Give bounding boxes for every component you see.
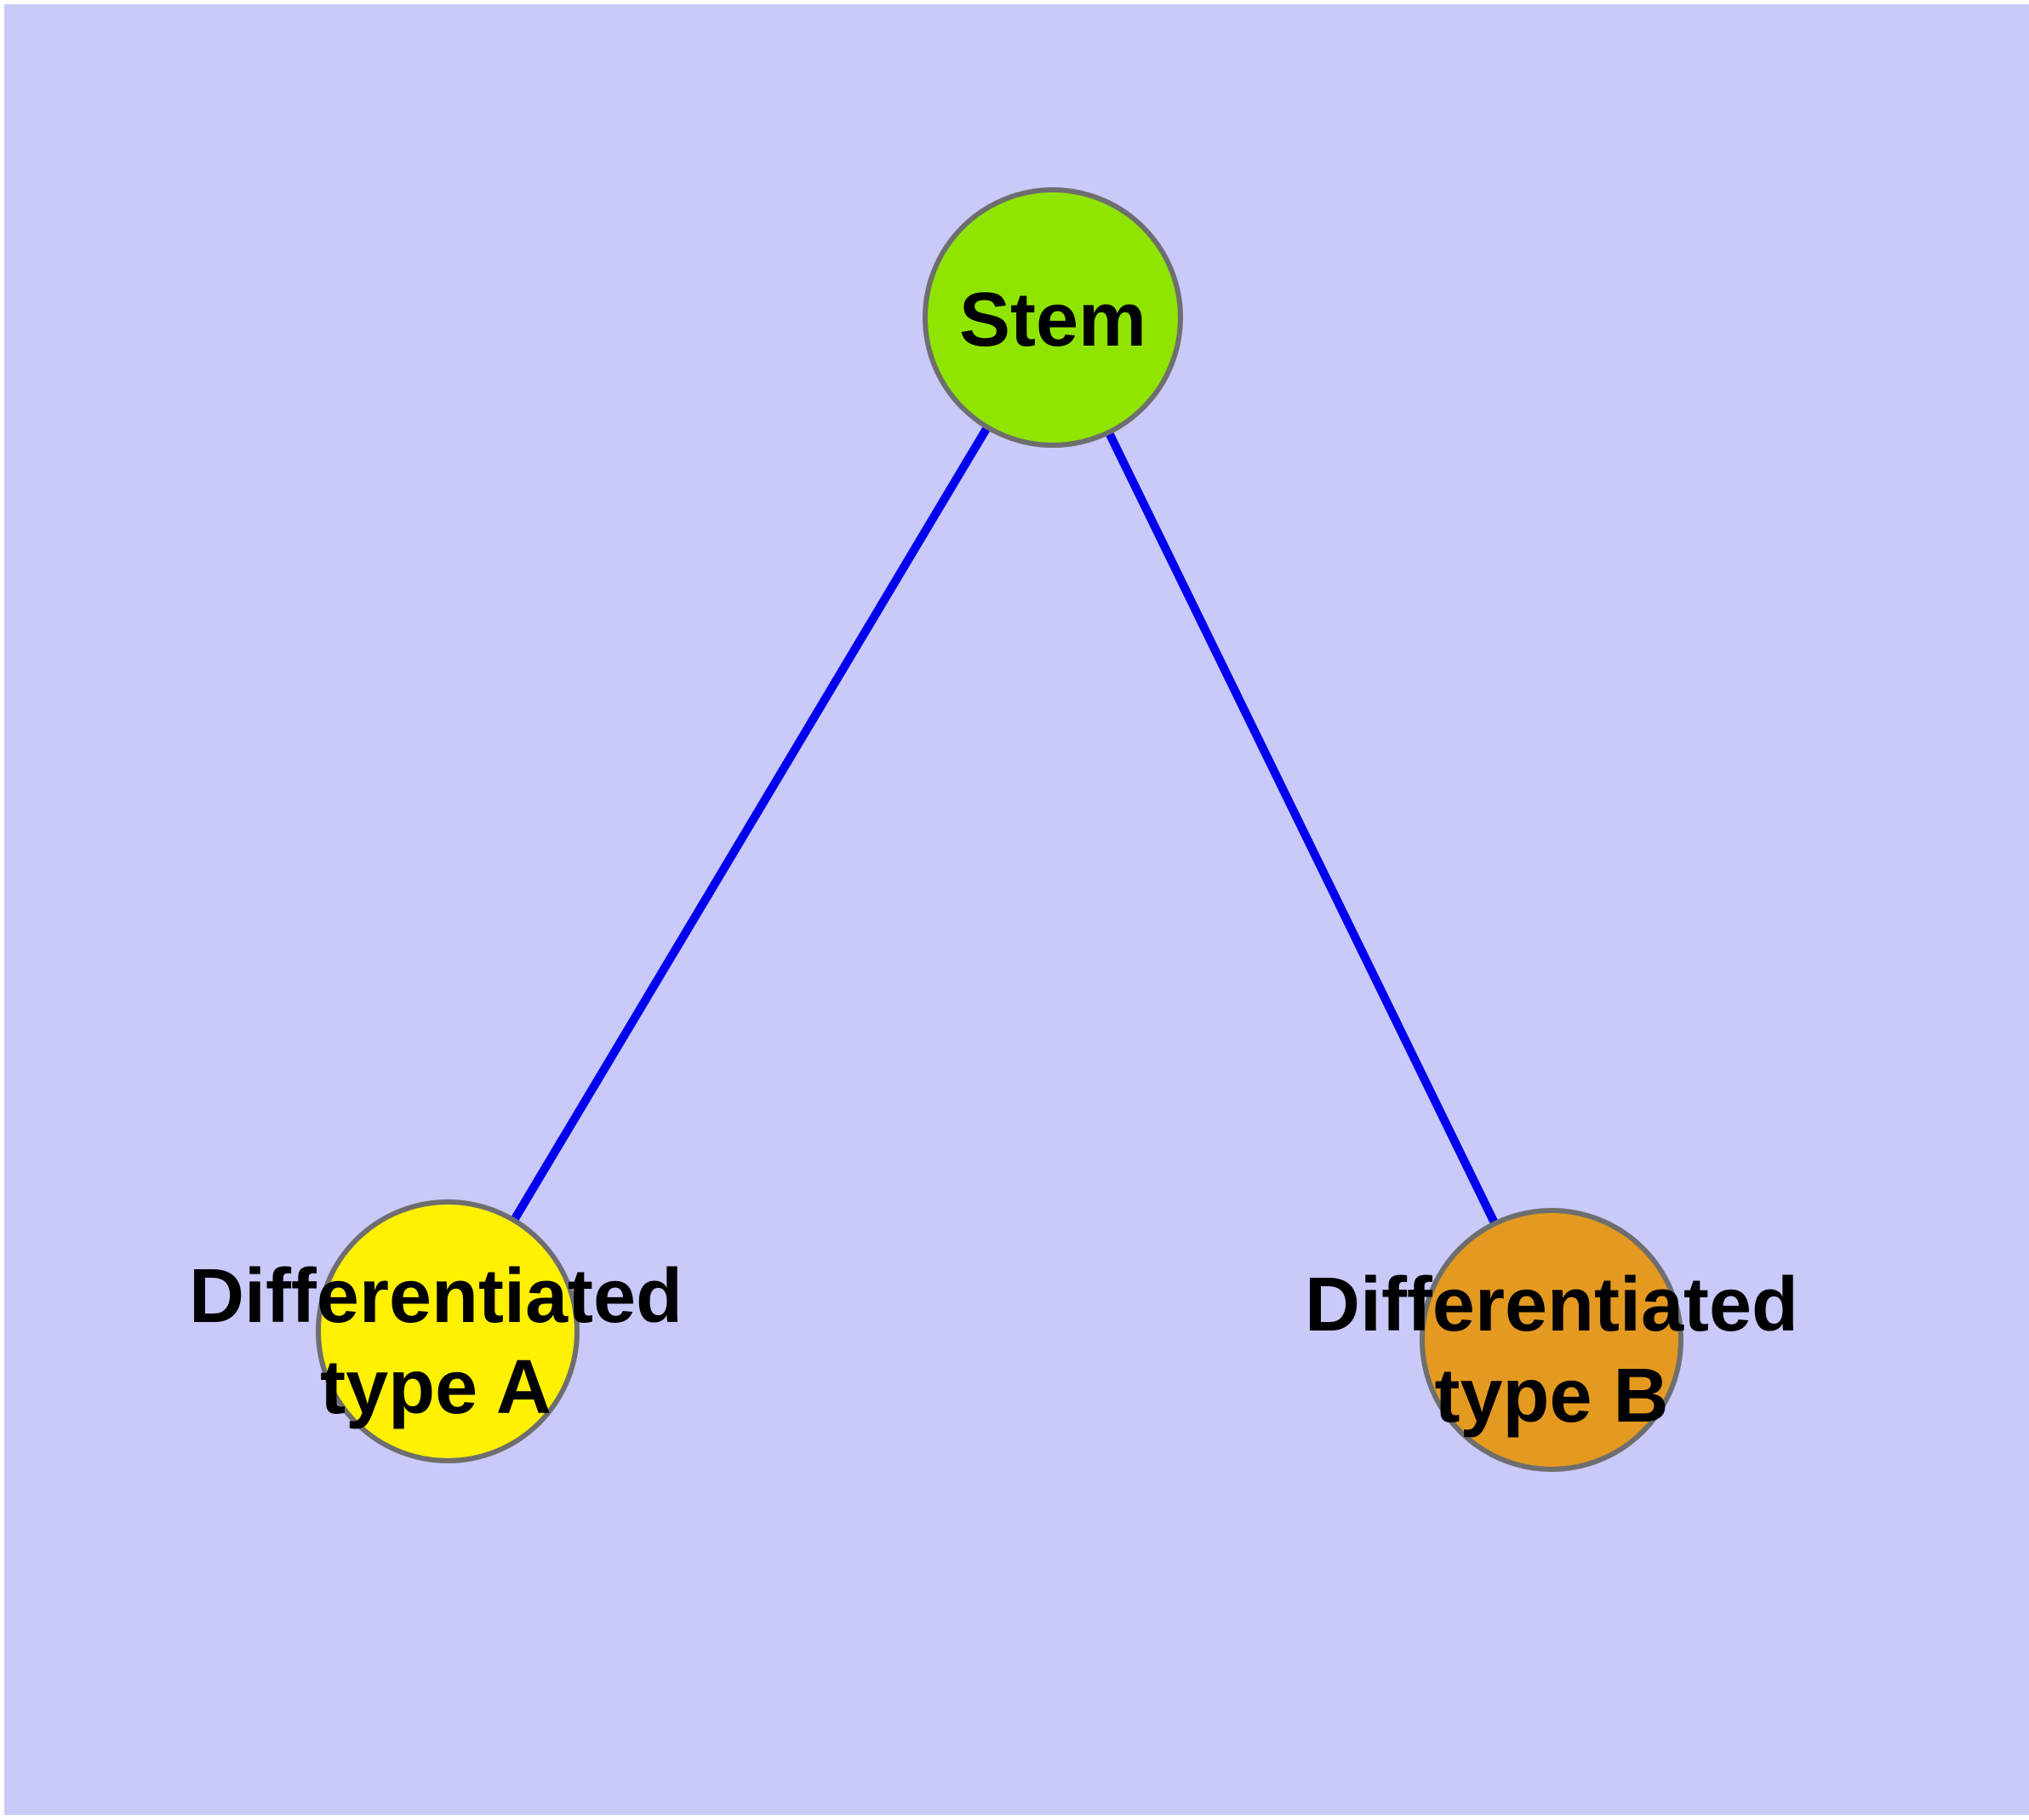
edge-stem-to-type-a [443,313,1057,1336]
node-stem-label: Stem [959,278,1146,363]
node-type-a-label-line-1: Differentiated [189,1254,683,1339]
node-type-b-label-line-1: Differentiated [1305,1262,1798,1348]
node-type-b-circle [1420,1208,1683,1472]
node-type-a-circle [316,1199,580,1463]
node-type-a-label-line-2: type A [320,1345,552,1430]
node-stem-circle [923,187,1183,448]
edge-stem-to-type-b [1049,313,1556,1344]
node-type-b-label-line-2: type B [1434,1354,1668,1439]
